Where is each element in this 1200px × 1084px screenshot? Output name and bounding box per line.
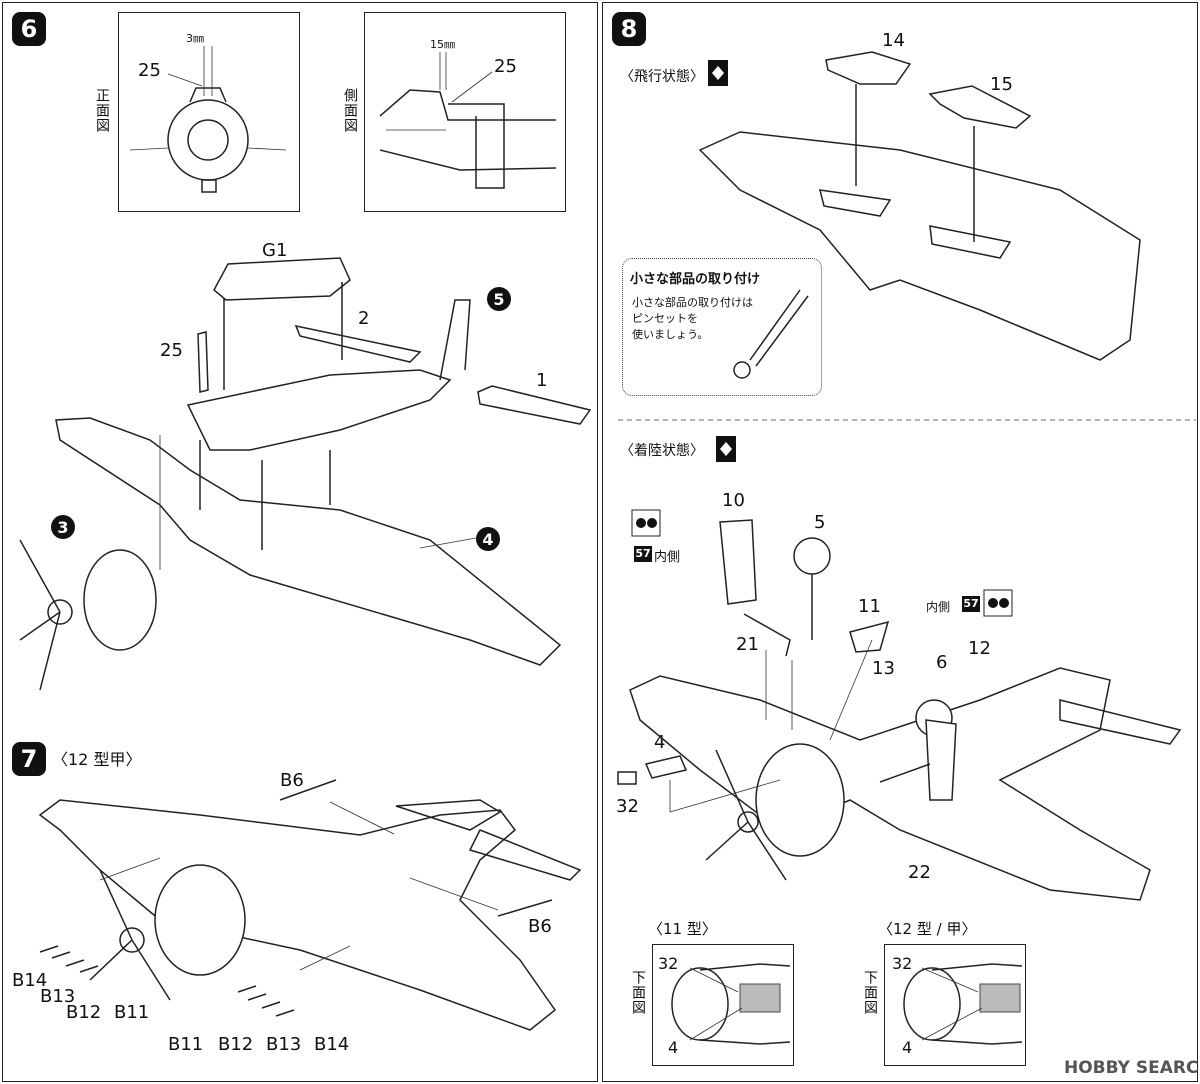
substep-3-badge: 3	[51, 515, 75, 539]
type11-view-label: 下面図	[630, 970, 646, 1015]
tip-callout	[622, 258, 822, 396]
tweezers-icon	[733, 289, 809, 379]
part-22: 22	[908, 862, 931, 883]
part-g1: G1	[262, 240, 288, 261]
rocket-rails-bottom	[237, 985, 295, 1017]
part-32: 32	[616, 796, 639, 817]
b14-left-label: B14	[12, 970, 48, 991]
b6-top-rail	[279, 779, 337, 801]
type12-title: 〈12 型 / 甲〉	[878, 920, 977, 938]
front-dim-label: 3㎜	[186, 32, 204, 45]
part-25: 25	[160, 340, 183, 361]
side-part-25: 25	[494, 56, 517, 77]
substep-5-badge: 5	[487, 287, 511, 311]
side-view-box	[364, 12, 566, 212]
paint-code-left: 57	[634, 546, 652, 562]
paint-code-right: 57	[962, 596, 980, 612]
b6-top-label: B6	[280, 770, 304, 791]
part-13: 13	[872, 658, 895, 679]
view-icon-flight	[708, 60, 728, 86]
b14-bottom-label: B14	[314, 1034, 350, 1055]
b11-left-label: B11	[114, 1002, 150, 1023]
tip-line2: ピンセットを	[632, 312, 698, 325]
hobby-search-watermark: HOBBY SEARCH	[1064, 1058, 1200, 1078]
step6-aircraft-drawing	[19, 257, 592, 691]
b12-bottom-label: B12	[218, 1034, 254, 1055]
substep-4-badge: 4	[476, 527, 500, 551]
inner-side-left: 内側	[654, 550, 681, 565]
part-5: 5	[814, 512, 826, 533]
side-dim-label: 15㎜	[430, 38, 455, 51]
part-21: 21	[736, 634, 759, 655]
b11-bottom-label: B11	[168, 1034, 204, 1055]
tip-line1: 小さな部品の取り付けは	[632, 296, 753, 309]
type11-title: 〈11 型〉	[648, 920, 717, 938]
part-15: 15	[990, 74, 1013, 95]
step7-variant-label: 〈12 型甲〉	[52, 750, 142, 769]
type12-part-4: 4	[902, 1038, 913, 1057]
step-7-number: 7	[12, 742, 46, 776]
part-4: 4	[654, 732, 666, 753]
b13-bottom-label: B13	[266, 1034, 302, 1055]
step8-panel	[602, 2, 1198, 1082]
step-8-number: 8	[612, 12, 646, 46]
part-1: 1	[536, 370, 548, 391]
part-12: 12	[968, 638, 991, 659]
front-part-25: 25	[138, 60, 161, 81]
front-view-label: 正面図	[94, 88, 110, 133]
side-view-drawing	[379, 52, 557, 189]
part-2: 2	[358, 308, 370, 329]
b12-left-label: B12	[66, 1002, 102, 1023]
view-icon-landing	[716, 436, 736, 462]
front-view-drawing	[129, 46, 287, 193]
part-10: 10	[722, 490, 745, 511]
type12-underside-drawing	[903, 963, 1023, 1045]
b6-right-label: B6	[528, 916, 552, 937]
landing-state-label: 〈着陸状態〉	[620, 443, 704, 459]
part-6: 6	[936, 652, 948, 673]
paint-dots-right-icon	[983, 589, 1013, 617]
part-14: 14	[882, 30, 905, 51]
step7-aircraft-drawing	[38, 779, 582, 1031]
type11-part-4: 4	[668, 1038, 679, 1057]
step8-landing-aircraft-drawing	[617, 519, 1182, 901]
rocket-rails-left	[39, 945, 99, 973]
step8-flight-wing-drawing	[698, 51, 1141, 361]
paint-dots-left-icon	[631, 509, 661, 537]
type11-underside-drawing	[671, 963, 791, 1045]
tip-line3: 使いましょう。	[632, 328, 709, 341]
type12-part-32: 32	[892, 954, 913, 973]
front-view-box	[118, 12, 300, 212]
tip-title: 小さな部品の取り付け	[630, 272, 761, 287]
type11-part-32: 32	[658, 954, 679, 973]
b6-right-rail	[497, 899, 553, 917]
flight-state-label: 〈飛行状態〉	[620, 69, 704, 85]
step-6-number: 6	[12, 12, 46, 46]
side-view-label: 側面図	[342, 88, 358, 133]
inner-side-right: 内側	[926, 600, 951, 614]
type12-view-label: 下面図	[862, 970, 878, 1015]
part-11: 11	[858, 596, 881, 617]
b13-left-label: B13	[40, 986, 76, 1007]
